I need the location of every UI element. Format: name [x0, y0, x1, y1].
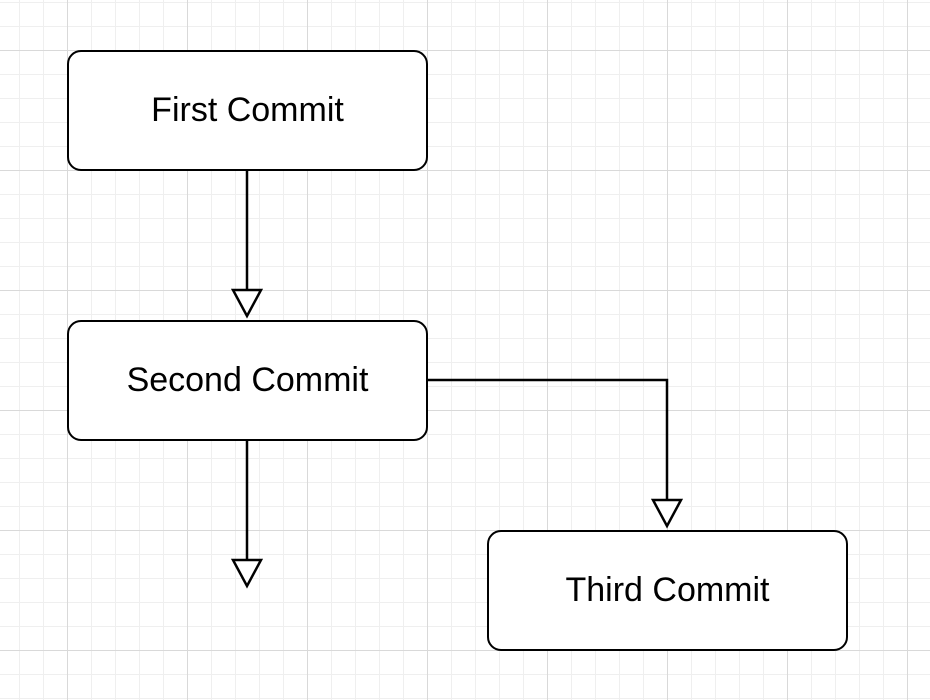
edge-first-to-second[interactable]	[230, 171, 264, 319]
node-second-commit[interactable]: Second Commit	[67, 320, 428, 441]
edge-second-dangling[interactable]	[230, 441, 264, 589]
node-label: First Commit	[151, 91, 344, 129]
node-label: Third Commit	[565, 571, 770, 609]
edge-line	[428, 378, 669, 500]
node-label: Second Commit	[126, 361, 369, 399]
node-third-commit[interactable]: Third Commit	[487, 530, 848, 651]
edge-second-to-third[interactable]	[428, 378, 684, 529]
node-first-commit[interactable]: First Commit	[67, 50, 428, 171]
open-arrowhead-icon	[230, 558, 264, 589]
open-arrowhead-icon	[230, 288, 264, 319]
open-arrowhead-icon	[650, 498, 684, 529]
